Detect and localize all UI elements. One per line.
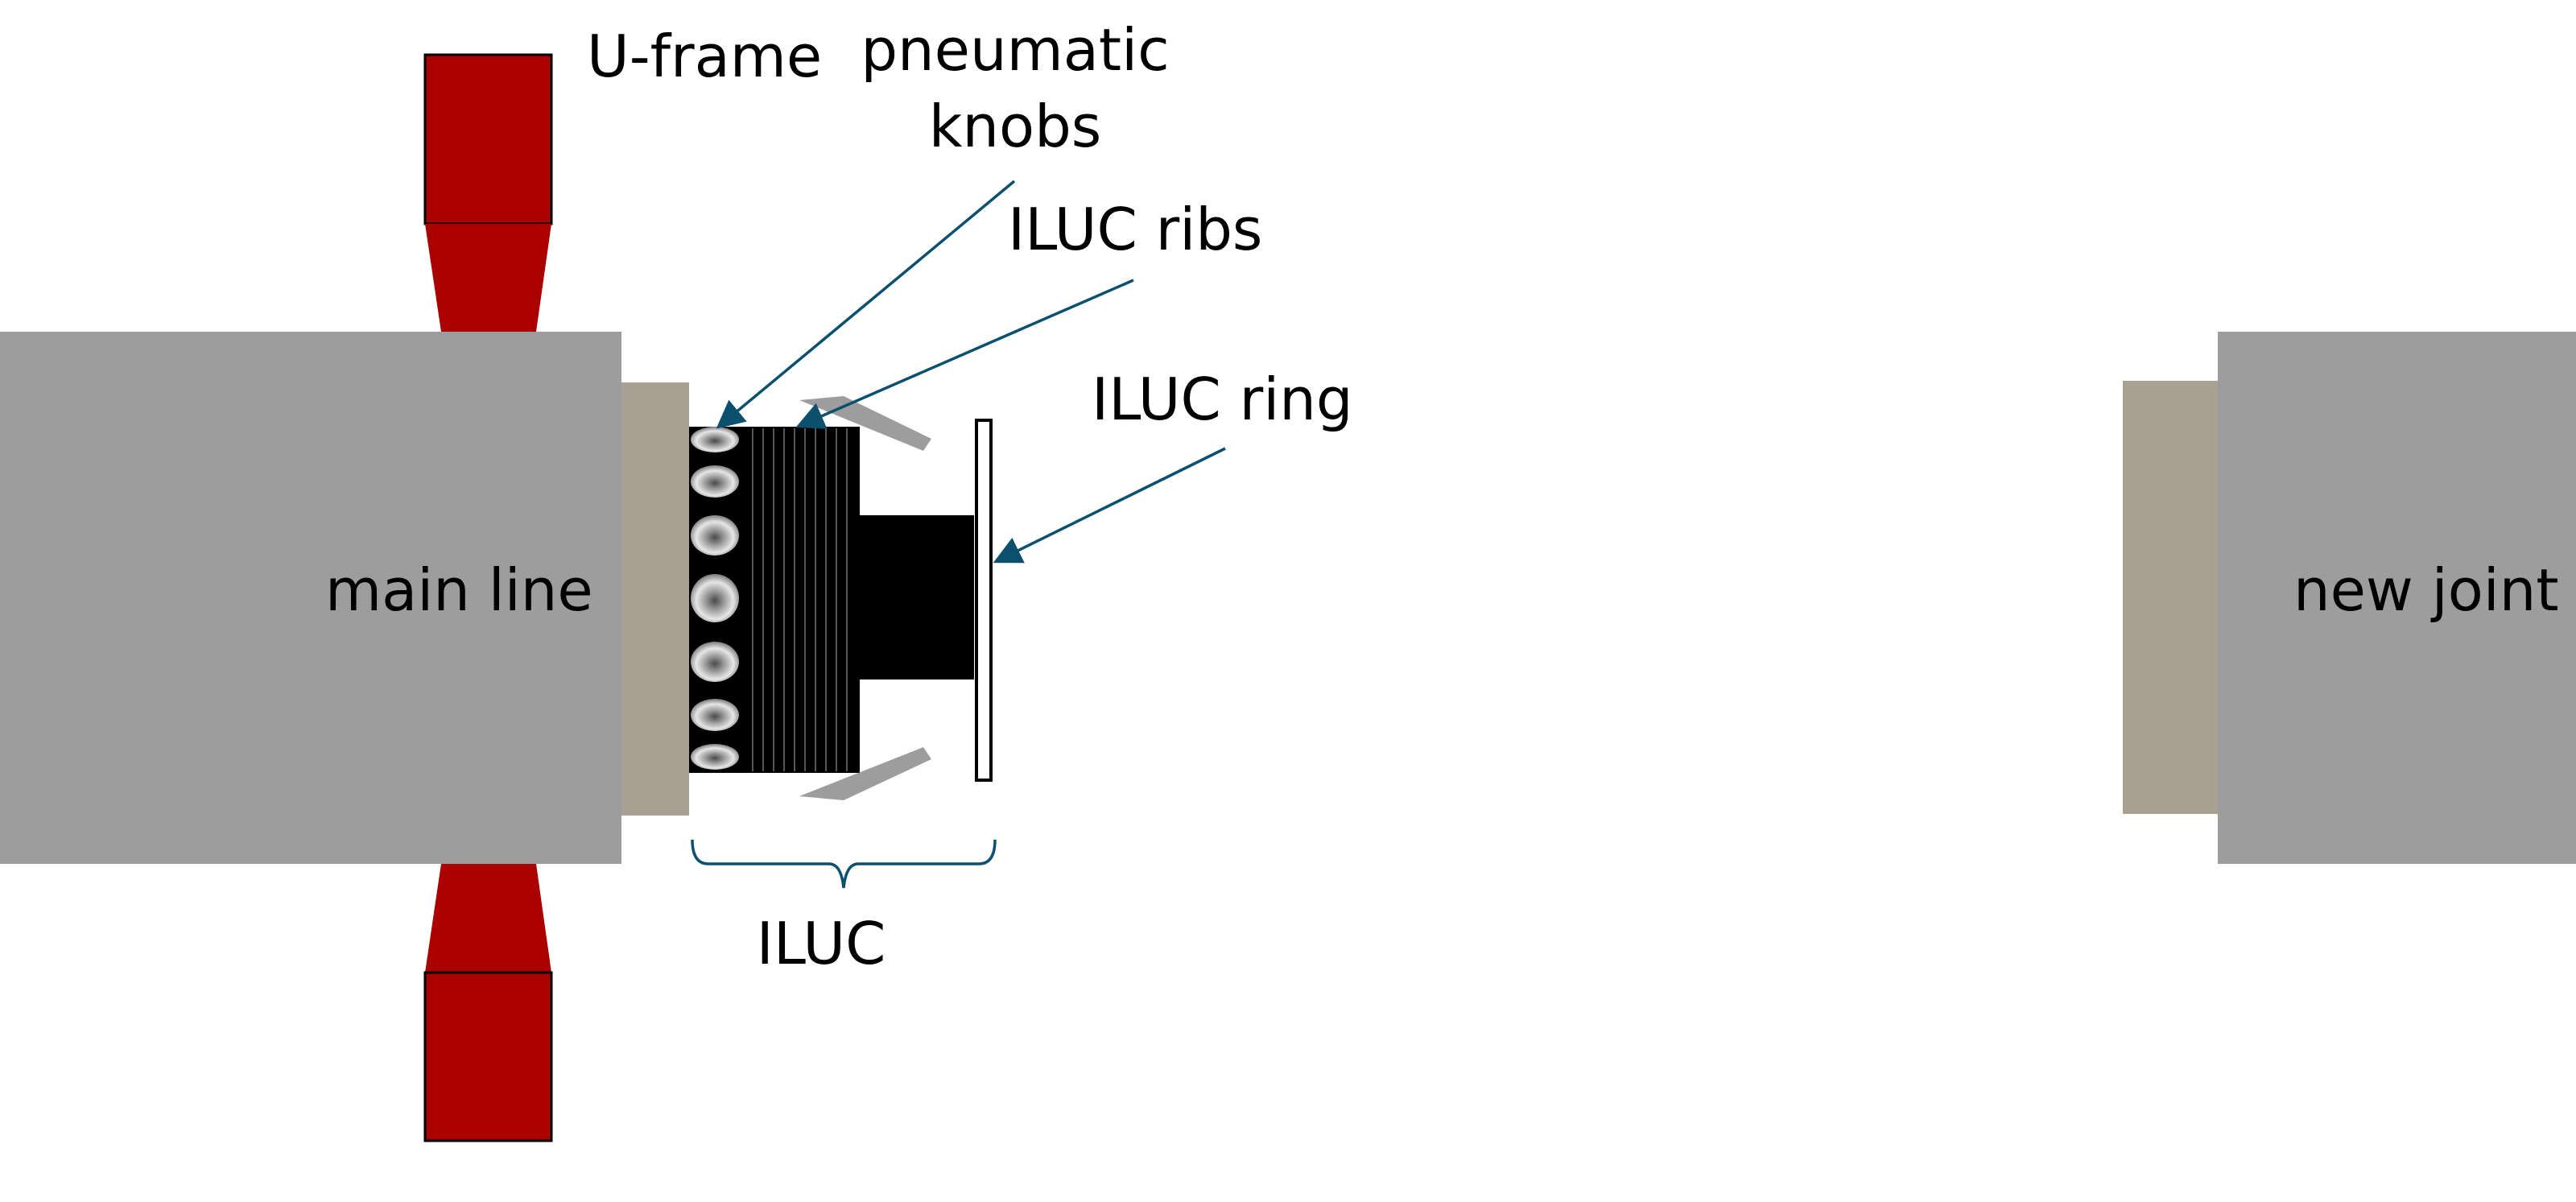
pneumatic-knob [691, 574, 739, 622]
pneumatic-knob [691, 699, 739, 731]
iluc-ribs [752, 428, 848, 771]
iluc-ring-leader [993, 447, 1226, 564]
u-frame-bottom [423, 864, 553, 1142]
new-joint-label: new joint [2293, 556, 2559, 624]
iluc-brace [691, 839, 997, 889]
pneumatic-knob [691, 427, 739, 452]
pneumatic-knobs-label-line2: knobs [929, 93, 1102, 160]
iluc-ring [975, 419, 993, 782]
pneumatic-knobs-leader [716, 180, 1016, 429]
iluc-ribs-label: ILUC ribs [1008, 196, 1262, 263]
gripper-leaf-bottom [799, 747, 931, 800]
u-frame-top [423, 53, 553, 332]
pneumatic-knobs [691, 427, 739, 770]
pneumatic-knob [691, 642, 739, 682]
new-joint-pipe [2218, 332, 2576, 864]
iluc-ring-label: ILUC ring [1092, 366, 1353, 433]
pneumatic-knob [691, 515, 739, 556]
pneumatic-knob [691, 744, 739, 770]
gripper-leaf-top [799, 396, 931, 451]
new-joint-flange [2123, 381, 2218, 814]
main-line-label: main line [325, 556, 593, 624]
main-line-flange [621, 382, 689, 816]
pneumatic-knobs-label-line1: pneumatic [861, 16, 1169, 84]
pneumatic-knob [691, 465, 739, 498]
u-frame-label: U-frame [587, 23, 822, 90]
iluc-label: ILUC [757, 910, 886, 977]
iluc-ribs-leader [795, 279, 1134, 429]
main-line-pipe [0, 332, 621, 864]
